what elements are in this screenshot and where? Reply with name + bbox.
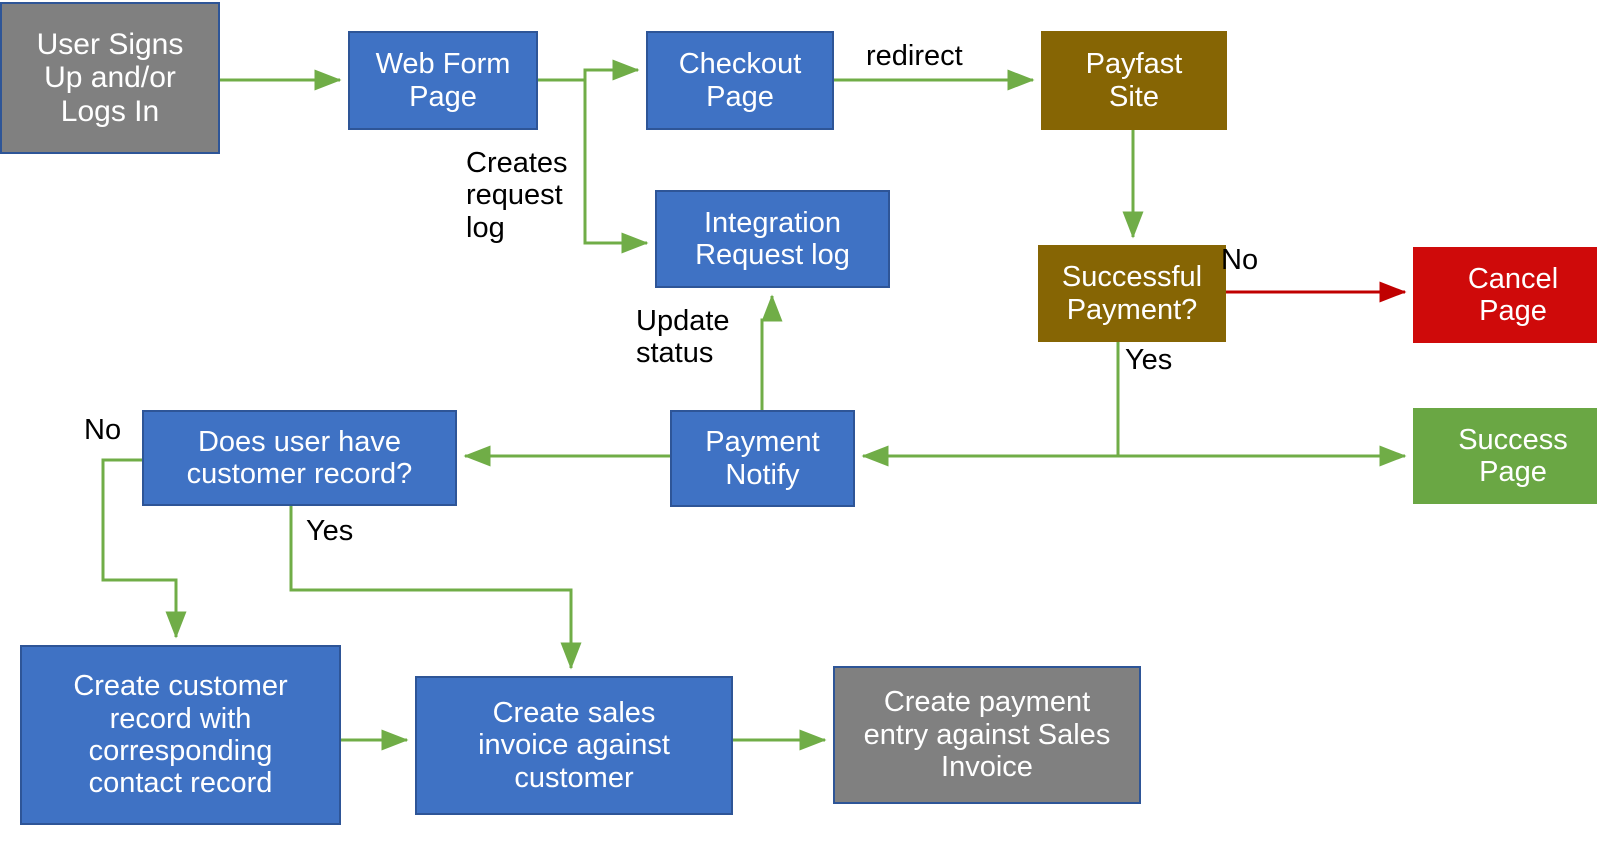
node-customer-record-question[interactable]: Does user have customer record? <box>142 410 457 506</box>
edge-label-update-status: Update status <box>636 305 730 370</box>
node-integration-request-log[interactable]: Integration Request log <box>655 190 890 288</box>
edge-label-yes-customer: Yes <box>306 515 354 547</box>
edge-label-creates-request-log: Creates request log <box>466 147 568 244</box>
node-label: Cancel Page <box>1467 262 1559 327</box>
edge-label-redirect: redirect <box>866 40 963 72</box>
node-label: Create customer record with correspondin… <box>73 670 288 800</box>
connector-notify-to-log <box>760 294 783 410</box>
node-payfast-site[interactable]: Payfast Site <box>1041 31 1227 130</box>
node-label: Successful Payment? <box>1061 261 1203 326</box>
node-label: User Signs Up and/or Logs In <box>36 27 184 128</box>
node-cancel-page[interactable]: Cancel Page <box>1413 247 1597 343</box>
edge-label-yes-payment: Yes <box>1125 344 1173 376</box>
edge-label-no-customer: No <box>84 414 122 446</box>
edge-label-no-payment: No <box>1221 244 1259 276</box>
node-label: Does user have customer record? <box>186 425 413 490</box>
node-checkout-page[interactable]: Checkout Page <box>646 31 834 130</box>
connector-webform-to-log <box>583 80 649 254</box>
node-successful-payment[interactable]: Successful Payment? <box>1038 245 1226 342</box>
node-success-page[interactable]: Success Page <box>1413 408 1597 504</box>
connector-webform-to-checkout <box>538 59 640 82</box>
node-label: Success Page <box>1458 423 1568 488</box>
node-label: Checkout Page <box>678 48 802 113</box>
node-label: Web Form Page <box>375 48 511 113</box>
node-label: Create sales invoice against customer <box>478 696 670 794</box>
node-label: Payment Notify <box>705 426 820 491</box>
node-label: Integration Request log <box>695 206 850 271</box>
node-create-sales-invoice[interactable]: Create sales invoice against customer <box>415 676 733 815</box>
node-user-signs-up[interactable]: User Signs Up and/or Logs In <box>0 2 220 154</box>
node-payment-notify[interactable]: Payment Notify <box>670 410 855 507</box>
node-create-payment-entry[interactable]: Create payment entry against Sales Invoi… <box>833 666 1141 804</box>
node-web-form-page[interactable]: Web Form Page <box>348 31 538 130</box>
node-create-customer-record[interactable]: Create customer record with correspondin… <box>20 645 341 825</box>
node-label: Create payment entry against Sales Invoi… <box>863 686 1111 784</box>
node-label: Payfast Site <box>1085 48 1183 113</box>
